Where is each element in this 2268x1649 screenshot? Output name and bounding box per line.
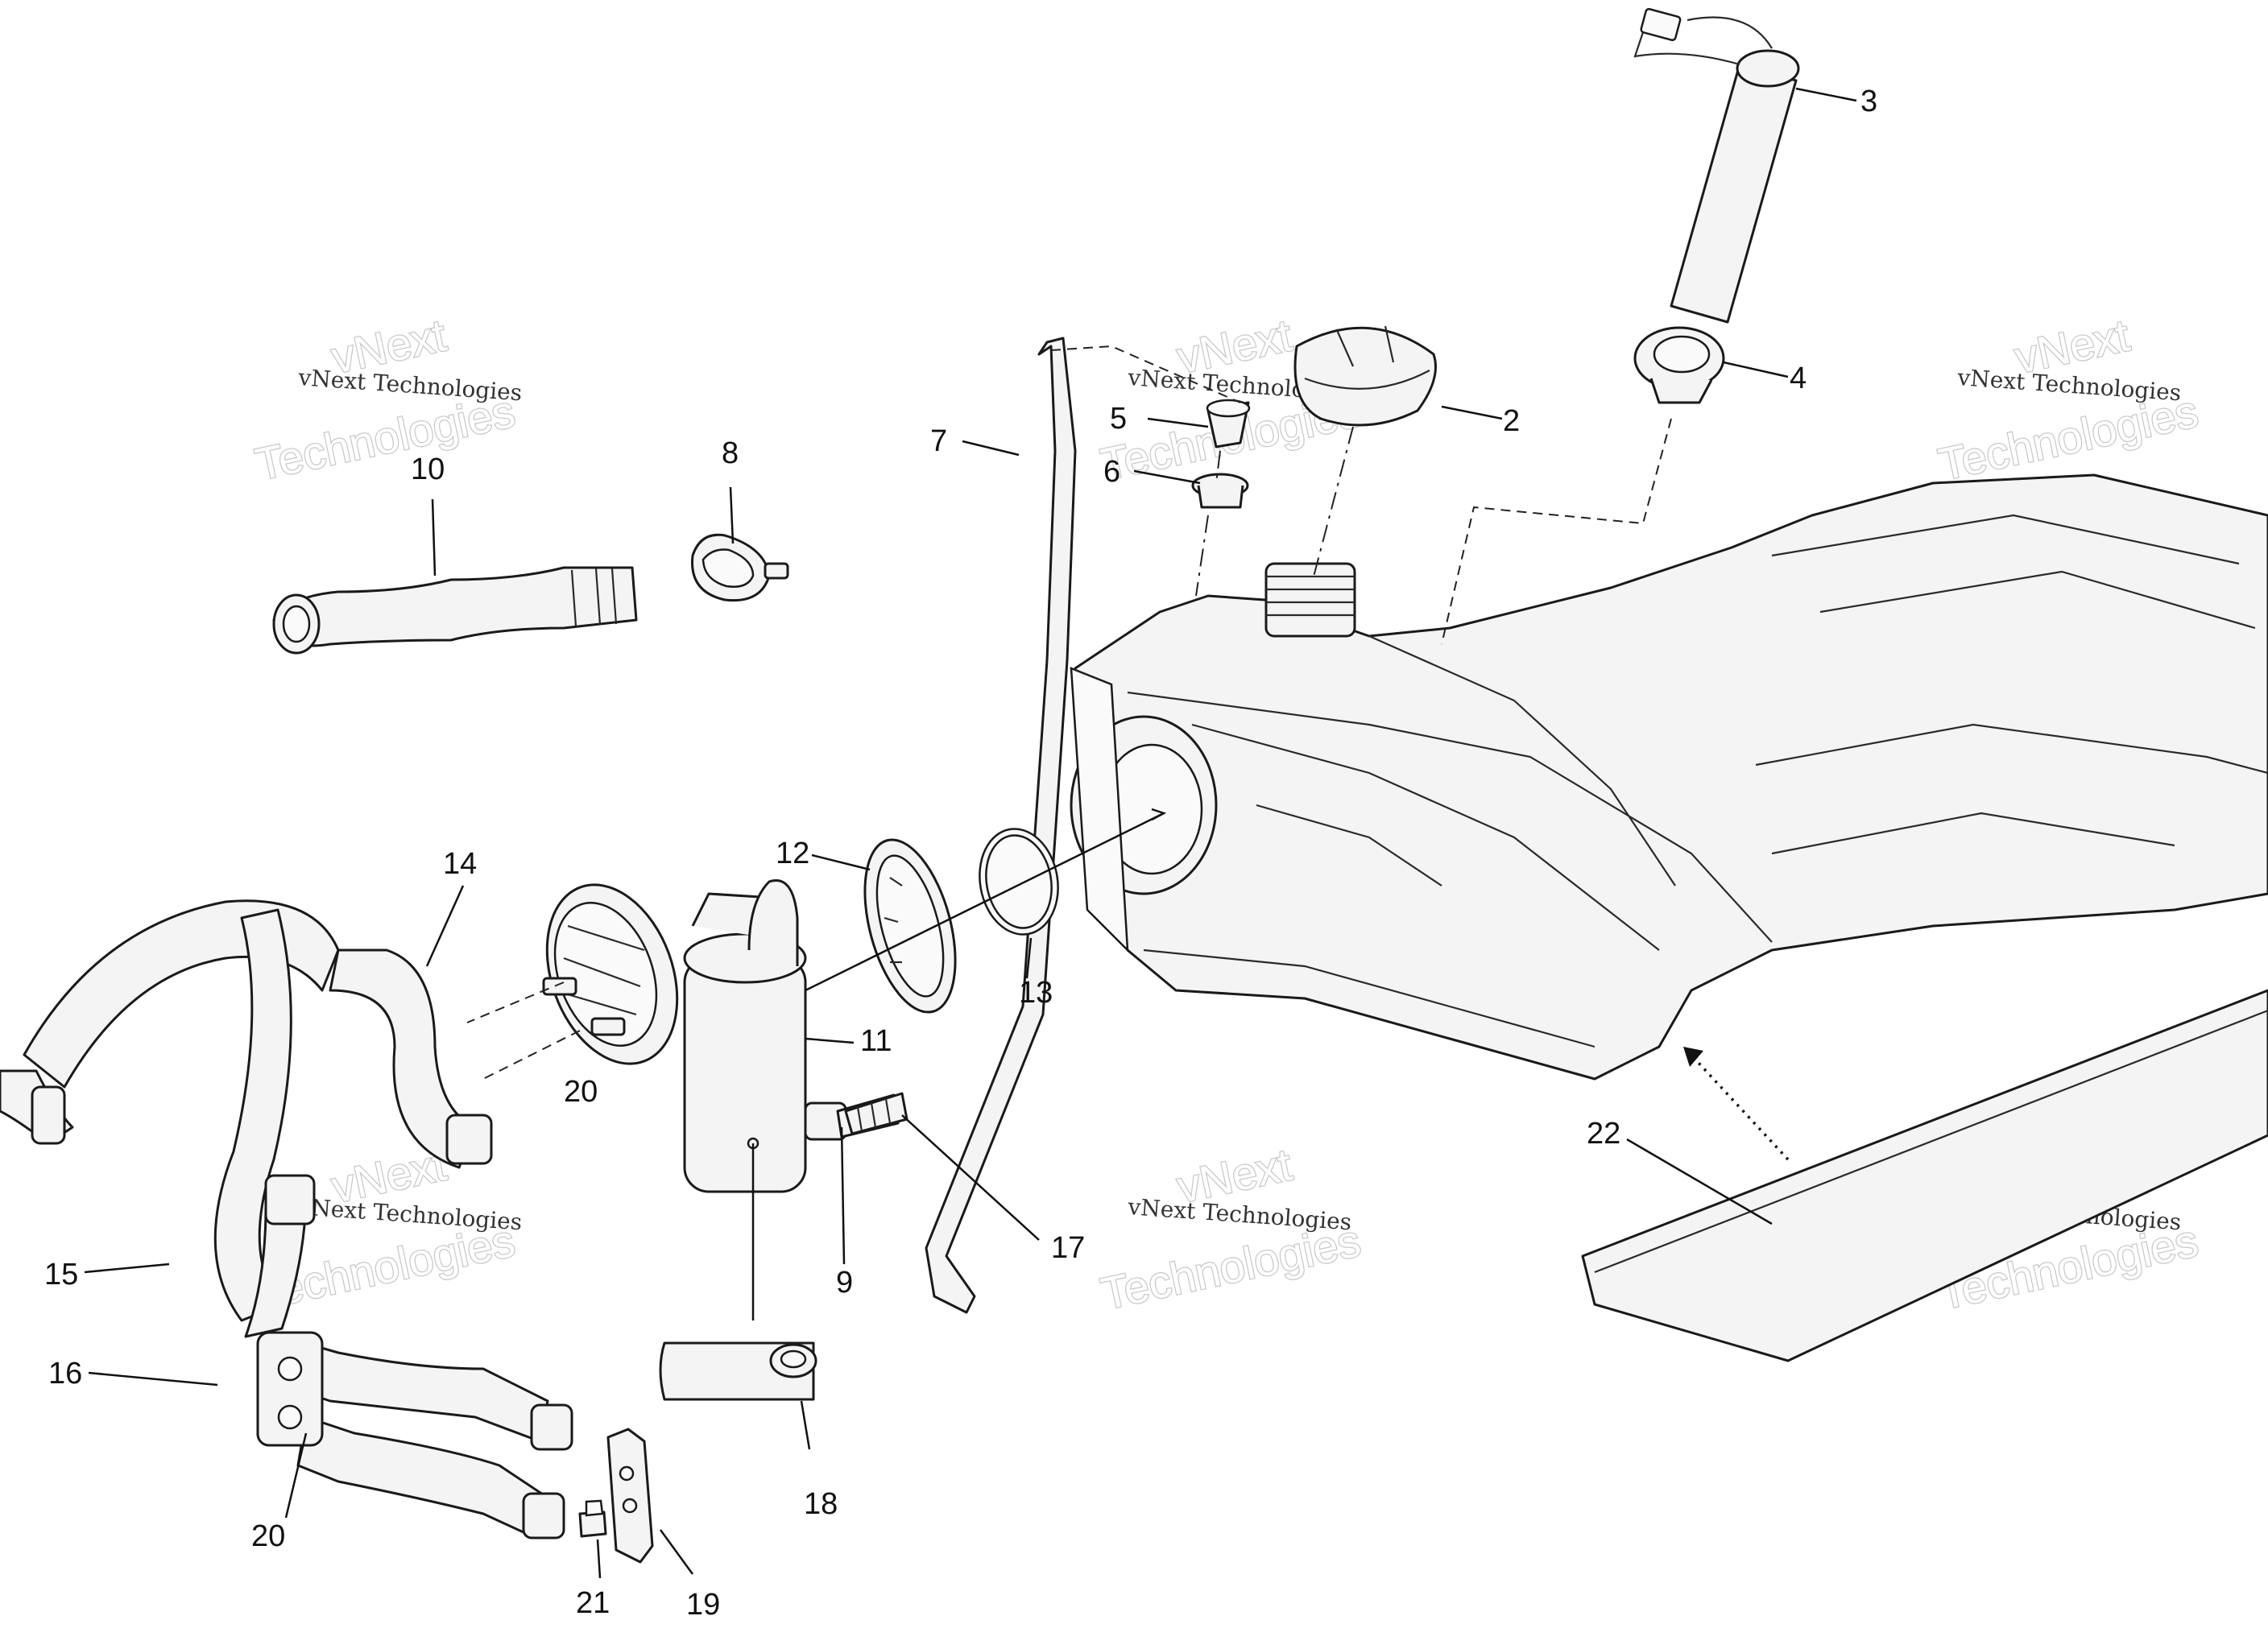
callout-17: 17 (1051, 1231, 1085, 1265)
callout-12: 12 (776, 837, 809, 870)
callout-7: 7 (930, 424, 947, 458)
callout-4: 4 (1790, 362, 1807, 395)
fuel-hose-assembly (0, 899, 573, 1539)
callout-3: 3 (1860, 85, 1877, 118)
callout-8: 8 (722, 436, 739, 470)
skid-plate (1581, 989, 2268, 1362)
callout-leaders (84, 87, 1857, 1579)
watermark-text-top-left: vNext Technologies (297, 364, 524, 406)
valve-grommet (1191, 473, 1249, 509)
watermark-text-bottom-left: vNext Technologies (297, 1193, 524, 1235)
callout-19: 19 (686, 1588, 720, 1622)
callout-16: 16 (48, 1357, 82, 1391)
pump-o-ring (979, 828, 1059, 936)
fuel-strainer (659, 1341, 817, 1401)
callout-5: 5 (1110, 402, 1127, 436)
vent-hose (925, 337, 1077, 1314)
fuel-tank (1070, 473, 2268, 1081)
fuel-cap (1293, 325, 1437, 427)
callout-11: 11 (860, 1024, 892, 1058)
fuel-level-sender (1633, 7, 1800, 324)
callout-22: 22 (1587, 1117, 1620, 1151)
assembly-guide-lines (466, 345, 1790, 1320)
callout-13: 13 (1019, 976, 1053, 1010)
callout-2: 2 (1503, 404, 1520, 438)
callout-15: 15 (44, 1258, 78, 1292)
sender-grommet (1633, 326, 1725, 404)
mounting-bracket (606, 1428, 654, 1564)
fuel-hose (272, 566, 638, 655)
pump-flange-plate (542, 883, 679, 1065)
callout-20-upper: 20 (564, 1075, 598, 1109)
callout-9: 9 (836, 1266, 853, 1300)
callout-21: 21 (576, 1586, 610, 1620)
callout-14: 14 (443, 847, 477, 881)
bolt (578, 1499, 607, 1538)
pump-lock-ring (863, 838, 957, 1014)
rollover-valve (1206, 399, 1251, 448)
callout-18: 18 (804, 1487, 838, 1521)
hose-clamp (691, 533, 789, 602)
callout-6: 6 (1103, 455, 1120, 489)
callout-10: 10 (411, 453, 445, 486)
callout-20-lower: 20 (251, 1519, 285, 1553)
